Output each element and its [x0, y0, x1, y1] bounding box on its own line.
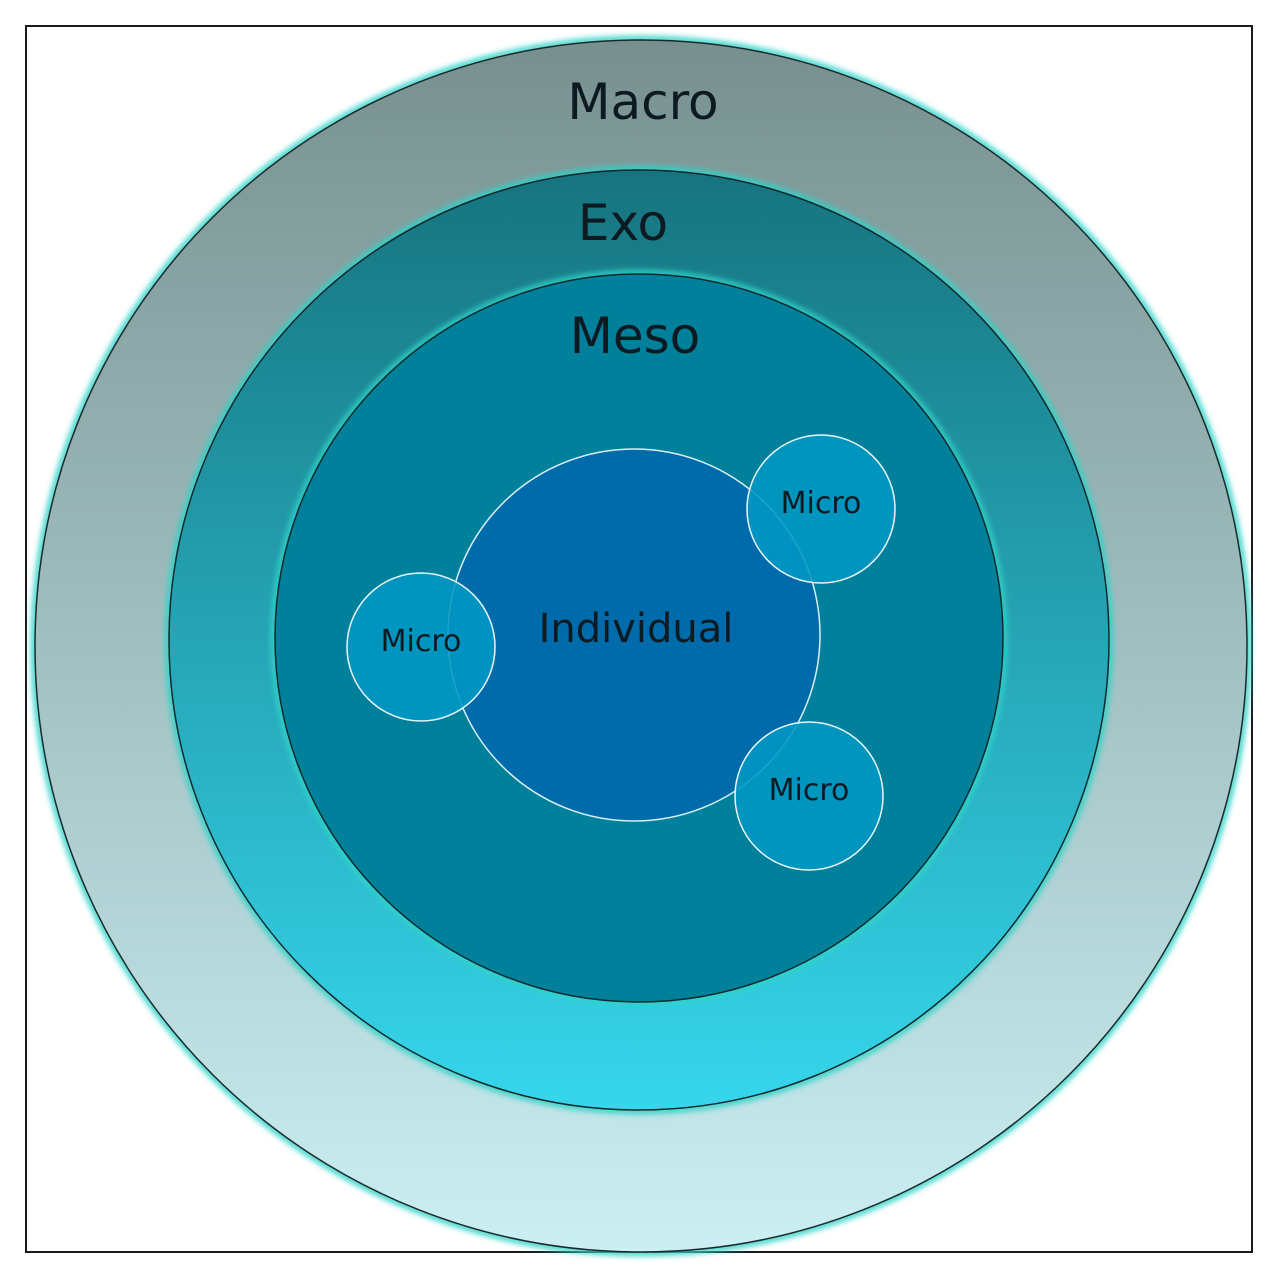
- micro-circle-top-right: [746, 434, 896, 584]
- micro-label-bottom-right: Micro: [769, 773, 850, 808]
- micro-label-top-right: Micro: [781, 486, 862, 521]
- micro-circle-bottom-right: [734, 721, 884, 871]
- macro-label: Macro: [567, 73, 718, 131]
- exo-label: Exo: [578, 194, 668, 252]
- micro-circle-left: [346, 572, 496, 722]
- individual-label: Individual: [539, 606, 734, 652]
- meso-label: Meso: [570, 307, 701, 365]
- micro-label-left: Micro: [381, 624, 462, 659]
